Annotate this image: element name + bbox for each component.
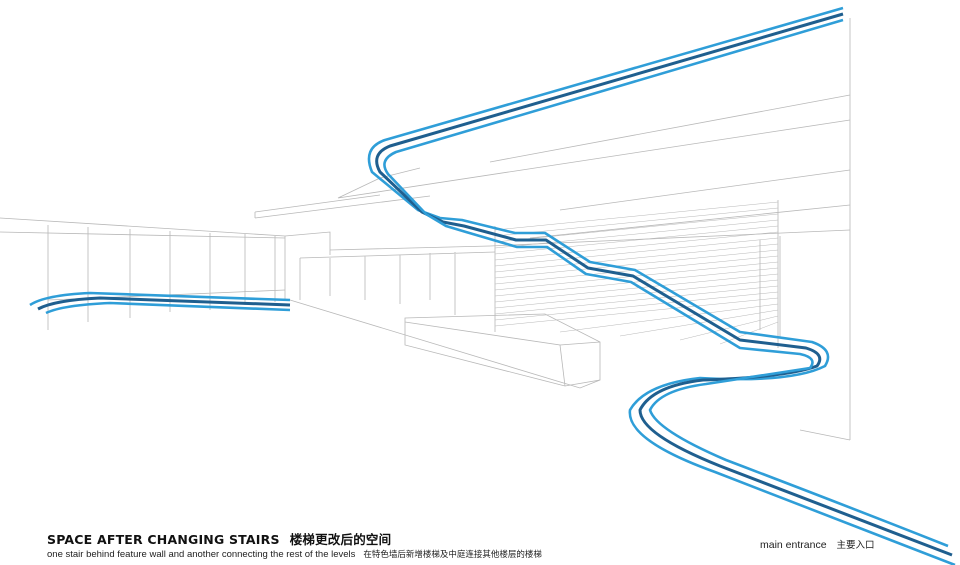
caption-title: SPACE AFTER CHANGING STAIRS 楼梯更改后的空间 xyxy=(47,529,391,548)
path-line-inner xyxy=(45,18,949,548)
main-entrance-label-zh: 主要入口 xyxy=(836,540,875,551)
storefront xyxy=(299,251,496,315)
upper-soffit xyxy=(254,194,491,300)
right-wall xyxy=(759,18,851,441)
path-line-middle xyxy=(37,12,953,557)
path-line-outer xyxy=(29,6,956,565)
bench-box xyxy=(404,313,601,387)
caption-subtitle-zh: 在特色墙后新增楼梯及中庭连接其他楼层的楼梯 xyxy=(363,549,542,559)
ceiling-plane xyxy=(337,94,851,247)
left-glass-wall xyxy=(47,225,286,330)
caption-title-en: SPACE AFTER CHANGING STAIRS xyxy=(47,532,280,547)
feature-wall xyxy=(494,200,779,348)
floor-line xyxy=(289,299,601,389)
circulation-path xyxy=(29,6,956,565)
caption-subtitle-en: one stair behind feature wall and anothe… xyxy=(47,549,356,560)
main-entrance-label: main entrance 主要入口 xyxy=(760,537,875,551)
main-entrance-label-en: main entrance xyxy=(760,539,827,551)
caption-title-zh: 楼梯更改后的空间 xyxy=(289,532,392,547)
left-ceiling-lines xyxy=(0,217,286,239)
caption-subtitle: one stair behind feature wall and anothe… xyxy=(47,548,542,560)
architectural-wireframe xyxy=(0,18,851,441)
